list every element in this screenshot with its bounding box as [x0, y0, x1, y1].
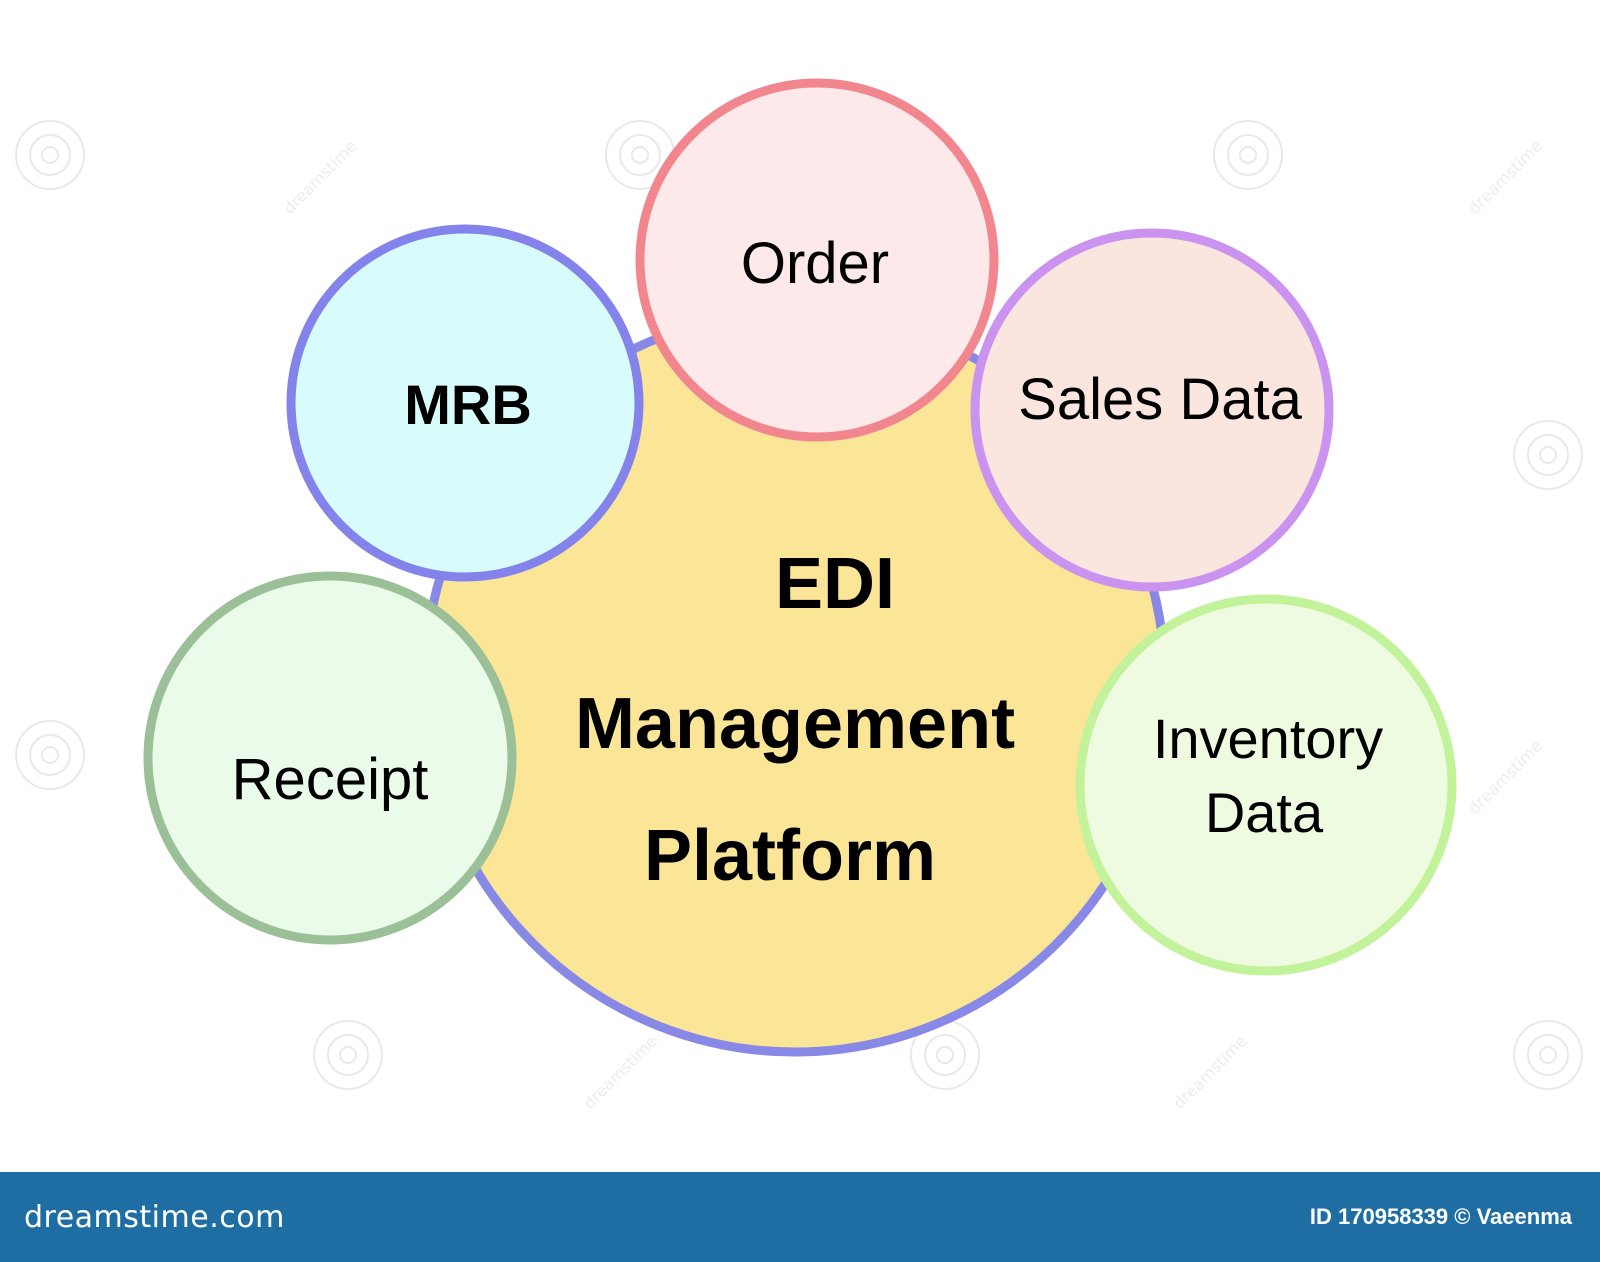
receipt-circle	[143, 571, 517, 945]
watermark-text: dreamstime	[1464, 136, 1545, 217]
inventory-data-label-line: Data	[1205, 781, 1324, 844]
edi-platform-label: EDI Management Platform	[575, 544, 1015, 896]
image-credit-text: ID 170958339 © Vaeenma	[1309, 1204, 1572, 1229]
mrb-circle	[286, 224, 644, 582]
sales-data-circle	[970, 228, 1334, 592]
watermark-text: dreamstime	[279, 136, 360, 217]
stock-credit-bar: dreamstime.com ID 170958339 © Vaeenma	[0, 1172, 1600, 1262]
inventory-data-circle	[1075, 594, 1457, 976]
diagram-canvas: dreamstime dreamstime dreamstime dreamst…	[15, 78, 1583, 1113]
site-brand-text: dreamstime.com	[24, 1199, 285, 1235]
watermark-spiral-icon	[1513, 1020, 1583, 1090]
watermark-spiral-icon	[1213, 120, 1283, 190]
mrb-label: MRB	[404, 373, 532, 436]
sales-data-label: Sales Data	[1018, 367, 1302, 432]
order-circle	[635, 78, 999, 442]
watermark-spiral-icon	[1513, 420, 1583, 490]
watermark-text: dreamstime	[579, 1031, 660, 1112]
watermark-text: dreamstime	[1464, 736, 1545, 817]
watermark-text: dreamstime	[1169, 1031, 1250, 1112]
edi-platform-label-line: EDI	[775, 544, 895, 624]
edi-diagram: dreamstime dreamstime dreamstime dreamst…	[15, 78, 1583, 1113]
inventory-data-label-line: Inventory	[1153, 707, 1383, 770]
watermark-spiral-icon	[15, 720, 85, 790]
watermark-spiral-icon	[313, 1020, 383, 1090]
receipt-label: Receipt	[232, 747, 429, 812]
edi-platform-label-line: Management	[575, 684, 1015, 764]
edi-platform-label-line: Platform	[644, 816, 936, 896]
order-label: Order	[741, 231, 889, 296]
watermark-spiral-icon	[15, 120, 85, 190]
